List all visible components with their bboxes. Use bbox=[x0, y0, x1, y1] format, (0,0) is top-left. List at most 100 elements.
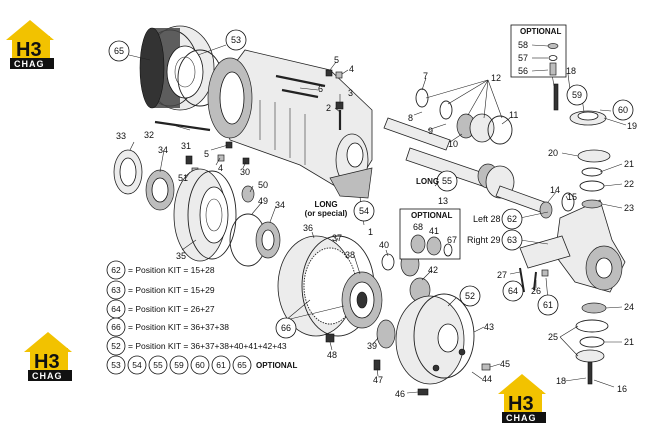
svg-text:63: 63 bbox=[507, 235, 517, 245]
callout-34: 34 bbox=[275, 200, 285, 210]
right-side-label: Right 29 bbox=[467, 235, 501, 245]
svg-text:61: 61 bbox=[216, 360, 226, 370]
callout-8: 8 bbox=[408, 113, 413, 123]
svg-text:= Position KIT = 36+37+38: = Position KIT = 36+37+38 bbox=[128, 322, 229, 332]
kingpin-bottom-drawing bbox=[575, 302, 609, 385]
callout-11: 11 bbox=[509, 110, 518, 120]
optional-box-valve: OPTIONAL 58 57 56 bbox=[510, 24, 567, 78]
logo-roof-icon bbox=[24, 332, 72, 352]
callout-13: 13 bbox=[438, 196, 448, 206]
long-special-label-1: LONG bbox=[314, 200, 337, 209]
callout-circle-54: 54 bbox=[353, 200, 375, 222]
optional-item-53: 53 bbox=[106, 355, 126, 375]
svg-text:= Position KIT = 26+27: = Position KIT = 26+27 bbox=[128, 304, 215, 314]
callout-27: 27 bbox=[497, 270, 507, 280]
logo-letters: H3 bbox=[16, 39, 42, 61]
svg-text:62: 62 bbox=[111, 265, 121, 275]
kit-row-63: 63= Position KIT = 15+29 bbox=[106, 280, 215, 300]
callout-6: 6 bbox=[318, 84, 323, 94]
callout-16: 16 bbox=[617, 384, 627, 394]
svg-text:66: 66 bbox=[281, 323, 291, 333]
thrust-washer-drawing bbox=[241, 185, 255, 203]
svg-text:60: 60 bbox=[195, 360, 205, 370]
callout-circle-65: 65 bbox=[108, 40, 130, 62]
callout-circle-55: 55 bbox=[436, 170, 458, 192]
callout-21: 21 bbox=[624, 159, 634, 169]
callout-33: 33 bbox=[116, 131, 126, 141]
brand-logo-bottom-left: H3 CHAG bbox=[24, 332, 72, 381]
callout-2: 2 bbox=[326, 103, 331, 113]
callout-45: 45 bbox=[500, 359, 510, 369]
callout-47: 47 bbox=[373, 375, 383, 385]
svg-text:54: 54 bbox=[359, 206, 369, 216]
callout-34: 34 bbox=[158, 145, 168, 155]
callout-circle-53: 53 bbox=[225, 29, 247, 51]
callout-12: 12 bbox=[491, 73, 501, 83]
callout-24: 24 bbox=[624, 302, 634, 312]
callout-5: 5 bbox=[334, 55, 339, 65]
callout-5: 5 bbox=[204, 149, 209, 159]
planet-carrier-drawing bbox=[341, 271, 383, 329]
callout-19: 19 bbox=[627, 121, 637, 131]
optional-row-label: OPTIONAL bbox=[256, 361, 297, 370]
callout-39: 39 bbox=[367, 341, 377, 351]
kit-row-62: 62= Position KIT = 15+28 bbox=[106, 260, 215, 280]
optional-box-title: OPTIONAL bbox=[520, 27, 561, 36]
svg-text:55: 55 bbox=[442, 176, 452, 186]
optional-box-planet: OPTIONAL 68 41 67 bbox=[399, 208, 461, 260]
washer-drawing bbox=[381, 253, 395, 271]
axle-housing-drawing bbox=[207, 49, 373, 199]
callout-67: 67 bbox=[447, 235, 457, 245]
logo-letters: H3 bbox=[34, 351, 60, 373]
callout-4: 4 bbox=[349, 64, 354, 74]
callout-31: 31 bbox=[181, 141, 191, 151]
kit-row-66: 66= Position KIT = 36+37+38 bbox=[106, 317, 229, 337]
svg-text:61: 61 bbox=[543, 300, 553, 310]
spacer-drawing bbox=[376, 319, 396, 349]
optional-box-title: OPTIONAL bbox=[411, 211, 452, 220]
leader-lines bbox=[128, 44, 627, 394]
brand-logo-top-left: H3 CHAG bbox=[6, 20, 54, 69]
callout-15: 15 bbox=[567, 192, 577, 202]
svg-text:64: 64 bbox=[111, 304, 121, 314]
callout-circle-52: 52 bbox=[459, 285, 481, 307]
callout-56: 56 bbox=[518, 66, 528, 76]
callout-circle-61: 61 bbox=[537, 294, 559, 316]
optional-item-61: 61 bbox=[211, 355, 231, 375]
hub-cover-drawing bbox=[395, 293, 475, 385]
callout-23: 23 bbox=[624, 203, 634, 213]
callout-9: 9 bbox=[428, 126, 433, 136]
logo-letters: H3 bbox=[508, 393, 534, 415]
svg-text:60: 60 bbox=[618, 105, 628, 115]
callout-38: 38 bbox=[345, 250, 355, 260]
callout-18: 18 bbox=[556, 376, 566, 386]
svg-text:59: 59 bbox=[174, 360, 184, 370]
optional-item-60: 60 bbox=[190, 355, 210, 375]
wheel-hub-drawing bbox=[173, 168, 237, 262]
callout-circle-60: 60 bbox=[612, 99, 634, 121]
callout-20: 20 bbox=[548, 148, 558, 158]
callout-57: 57 bbox=[518, 53, 528, 63]
kit-row-52: 52 = Position KIT = 36+37+38+40+41+42+43 bbox=[106, 336, 287, 356]
svg-text:= Position KIT = 36+37+38+40+4: = Position KIT = 36+37+38+40+41+42+43 bbox=[128, 341, 287, 351]
callout-18: 18 bbox=[566, 66, 576, 76]
long-label: LONG bbox=[416, 177, 439, 186]
steering-knuckle-drawing bbox=[519, 192, 626, 293]
callout-circle-66: 66 bbox=[275, 317, 297, 339]
brand-logo-bottom-right: H3 CHAG bbox=[498, 374, 546, 423]
optional-item-65: 65 bbox=[232, 355, 252, 375]
callout-10: 10 bbox=[448, 139, 458, 149]
callout-26: 26 bbox=[531, 286, 541, 296]
logo-word: CHAG bbox=[32, 371, 63, 381]
svg-text:53: 53 bbox=[231, 35, 241, 45]
callout-41: 41 bbox=[429, 226, 439, 236]
svg-text:52: 52 bbox=[111, 341, 121, 351]
optional-item-54: 54 bbox=[127, 355, 147, 375]
svg-text:65: 65 bbox=[114, 46, 124, 56]
svg-text:53: 53 bbox=[111, 360, 121, 370]
svg-text:62: 62 bbox=[507, 214, 517, 224]
brake-drum-drawing bbox=[139, 25, 215, 111]
callout-32: 32 bbox=[144, 130, 154, 140]
callout-circle-62: 62 bbox=[501, 208, 523, 230]
